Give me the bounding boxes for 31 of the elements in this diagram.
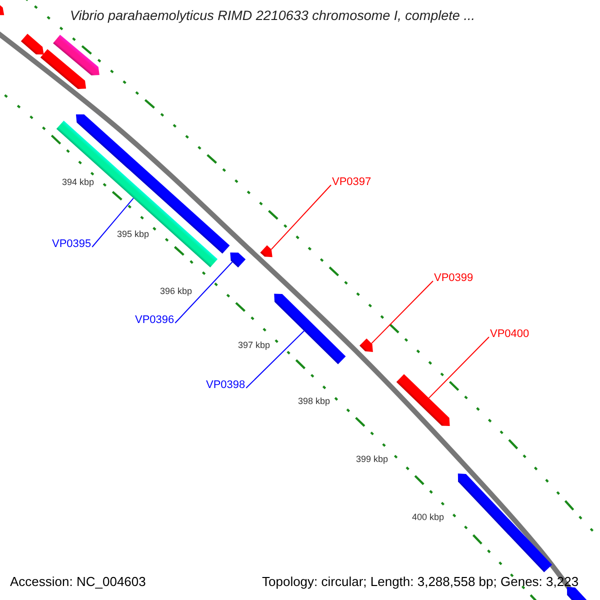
gene-feature	[396, 374, 450, 426]
gene-feature	[20, 34, 44, 55]
gene-feature	[260, 245, 272, 258]
tick-label: 394 kbp	[62, 177, 94, 187]
tick-label: 399 kbp	[356, 454, 388, 464]
gene-label: VP0398	[206, 379, 246, 391]
leader-line	[246, 330, 305, 388]
gene-label: VP0395	[52, 238, 92, 250]
gene-feature	[40, 49, 86, 90]
leader-line	[92, 198, 134, 248]
tick-label: 395 kbp	[117, 229, 150, 239]
footer-text: Topology: circular; Length: 3,288,558 bp; Genes: 3,223	[262, 574, 579, 589]
gene-feature	[458, 474, 552, 572]
footer-text: Accession: NC_004603	[10, 574, 146, 589]
gene-label: VP0397	[332, 176, 372, 188]
gene-label: VP0400	[490, 328, 530, 340]
title: Vibrio parahaemolyticus RIMD 2210633 chromosome I, complete ...	[70, 8, 475, 23]
gene-label: VP0396	[135, 314, 174, 326]
leader-line	[428, 336, 490, 399]
leader-line	[270, 184, 332, 250]
gene-label: VP0399	[434, 272, 474, 284]
gene-feature	[230, 252, 246, 268]
tick-label: 400 kbp	[412, 512, 444, 522]
tick-label: 396 kbp	[160, 286, 192, 296]
leader-line	[371, 280, 434, 344]
tick-label: 397 kbp	[238, 340, 270, 350]
tick-label: 398 kbp	[298, 396, 330, 406]
gene-feature	[360, 338, 373, 352]
leader-line	[174, 262, 233, 324]
gene-feature	[274, 294, 346, 364]
gene-feature	[53, 34, 100, 76]
